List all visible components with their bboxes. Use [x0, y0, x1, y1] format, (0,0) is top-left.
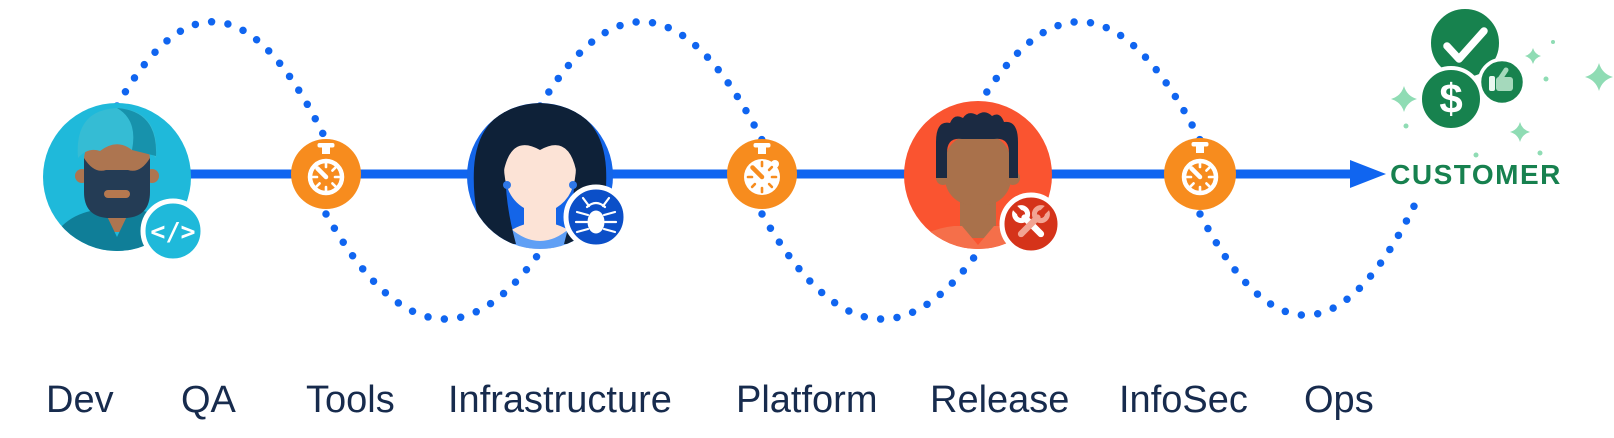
sparkle-dot [1473, 152, 1479, 158]
hair-bangs [504, 112, 576, 170]
customer-section: $ CUSTOMER [1390, 5, 1613, 190]
wrench-salmon [1017, 204, 1051, 238]
bug-leg [575, 210, 590, 217]
dotted-arc-3 [536, 18, 766, 144]
wrench-badge [999, 192, 1063, 256]
stopwatch-1 [291, 139, 361, 209]
dotted-arc-5 [974, 18, 1204, 144]
tick [750, 182, 757, 189]
avatar-developer: </> [43, 103, 206, 264]
label-release: Release [930, 379, 1069, 421]
beard [84, 158, 150, 218]
label-dev: Dev [46, 379, 114, 421]
stem [1196, 145, 1204, 153]
sparkle-icon [1525, 48, 1541, 64]
sparkle-dot [1551, 40, 1555, 44]
bug-leg [602, 210, 617, 217]
dotted-wave-path [113, 18, 1422, 323]
bug-leg [602, 227, 617, 234]
bug-leg [575, 227, 590, 234]
face [945, 135, 1011, 205]
bug-badge [563, 184, 629, 250]
tick [1205, 182, 1211, 188]
watch-ring [307, 158, 345, 196]
stopwatch-icon [1181, 142, 1219, 196]
sparkle-dot [1403, 123, 1409, 129]
avatar-qa [467, 103, 629, 250]
customer-label: CUSTOMER [1390, 159, 1562, 190]
code-icon [140, 198, 206, 264]
stage-labels: Dev QA Tools Infrastructure Platform Rel… [46, 379, 1374, 421]
hair-flattop [936, 112, 1018, 178]
face [504, 128, 576, 212]
bug-antenna [601, 196, 611, 208]
tick [331, 166, 337, 172]
dollar-icon [1418, 66, 1484, 132]
dotted-arc-4 [758, 210, 982, 323]
stem [758, 146, 766, 154]
dotted-arc-2 [322, 210, 544, 323]
sparkle-icon [1391, 86, 1417, 112]
watch-hand [1189, 166, 1203, 180]
earring-left [503, 181, 511, 189]
code-badge: </> [140, 198, 206, 264]
tick [1189, 182, 1195, 188]
earring-right [569, 181, 577, 189]
dotted-arc-1 [113, 18, 330, 144]
label-platform: Platform [736, 379, 877, 421]
dollar-sign: $ [1439, 75, 1462, 122]
stem-cap [1191, 142, 1209, 147]
wrench-notch [1039, 204, 1051, 216]
bug-antenna [581, 196, 591, 208]
checkmark [1443, 27, 1488, 63]
turban-fold [117, 108, 157, 156]
stopwatch-3 [1164, 138, 1236, 210]
sparkle-dot [1543, 76, 1549, 82]
watch-hand [315, 166, 329, 180]
bug-body [587, 210, 605, 234]
dotted-arc-6 [1196, 194, 1422, 319]
arrow-icon [1350, 160, 1386, 188]
stem-cap [317, 143, 335, 148]
thumb [1497, 67, 1509, 82]
label-qa: QA [181, 379, 237, 421]
mouth [104, 190, 130, 198]
sparkle-icon [1510, 122, 1530, 142]
tick [767, 182, 774, 189]
watch-hand [750, 165, 765, 180]
sparkle-dot [1537, 150, 1543, 156]
code-badge-text: </> [150, 217, 195, 246]
stem-cap [753, 143, 771, 148]
wrench-notch [1011, 204, 1023, 216]
stopwatch-2 [727, 139, 797, 209]
thumb-cuff [1489, 76, 1495, 91]
label-ops: Ops [1304, 379, 1374, 421]
tick [331, 182, 337, 188]
tick [767, 165, 774, 172]
watch-ring [1181, 158, 1219, 196]
stem [322, 146, 330, 154]
tick [315, 182, 321, 188]
stopwatch-icon [307, 143, 345, 196]
label-infosec: InfoSec [1119, 379, 1248, 421]
label-tools: Tools [306, 379, 395, 421]
avatar-release [904, 101, 1063, 256]
tick [1205, 166, 1211, 172]
sparkle-icon [1585, 63, 1613, 91]
stopwatch-icon [744, 143, 780, 195]
label-infrastructure: Infrastructure [448, 379, 672, 421]
